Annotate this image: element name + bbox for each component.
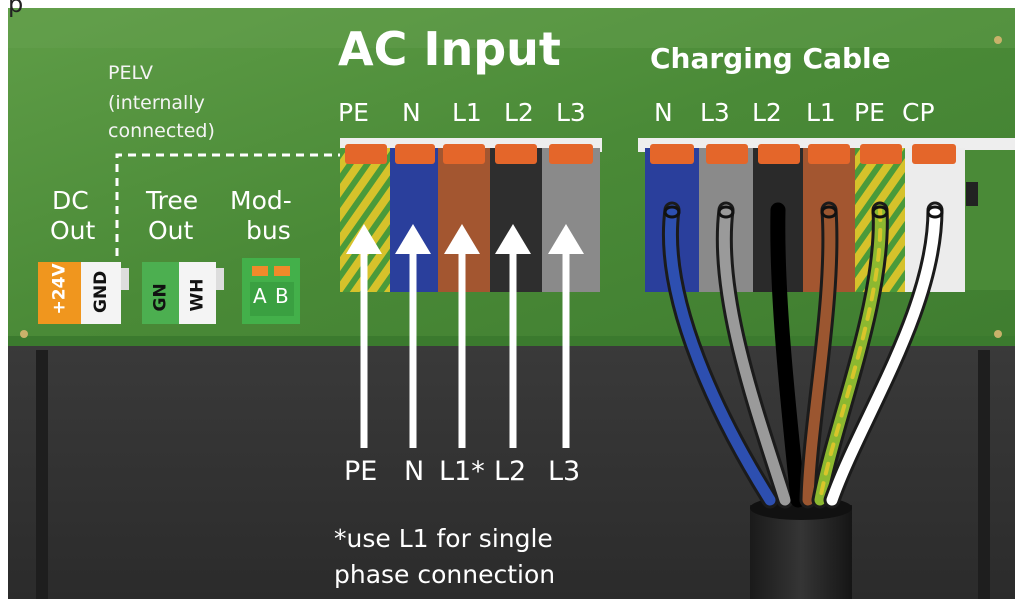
charging-cable-title: Charging Cable <box>650 42 891 75</box>
arrow-label-l3: L3 <box>548 456 581 487</box>
modbus-pin-b: B <box>275 284 289 308</box>
tree-out-label-line2: Out <box>148 216 194 245</box>
pcb-hole-left <box>20 330 28 338</box>
arrow-l3 <box>548 224 584 448</box>
cable-terminal-label-pe: PE <box>854 98 885 127</box>
arrow-n <box>395 224 431 448</box>
cable-terminal-label-n: N <box>654 98 673 127</box>
pcb-shade-top <box>8 8 1015 48</box>
top-text-fragment: p <box>8 0 24 18</box>
ac-terminal-label-pe: PE <box>338 98 369 127</box>
cable-terminal-label-l2: L2 <box>752 98 782 127</box>
housing-rail-right <box>978 350 990 599</box>
pelv-label-line2: (internally <box>108 92 205 114</box>
wire-l2-black <box>770 202 806 508</box>
modbus-label-line2: bus <box>246 216 291 245</box>
footnote-line2: phase connection <box>334 560 556 589</box>
tree-out-connector <box>142 262 224 324</box>
ac-terminal-label-n: N <box>402 98 421 127</box>
ac-input-arrows <box>346 224 584 448</box>
arrow-label-pe: PE <box>344 456 378 487</box>
ac-terminal-label-l1: L1 <box>452 98 482 127</box>
ac-terminal-l3 <box>542 148 600 292</box>
dc-out-label-line2: Out <box>50 216 96 245</box>
dc-pin-gnd: GND <box>91 270 111 313</box>
cable-terminal-label-l3: L3 <box>700 98 730 127</box>
arrow-l1 <box>444 224 480 448</box>
tree-pin-wh: WH <box>187 278 208 312</box>
arrow-label-n: N <box>404 456 425 487</box>
cable-terminal-label-l1: L1 <box>806 98 836 127</box>
ac-input-title: AC Input <box>338 22 561 76</box>
housing-rail-left <box>36 350 48 599</box>
arrow-l2 <box>495 224 531 448</box>
dc-pin-plus24v: +24V <box>49 263 70 315</box>
ac-terminal-label-l2: L2 <box>504 98 534 127</box>
arrow-label-l2: L2 <box>494 456 527 487</box>
cable-wires <box>662 201 944 509</box>
cable-terminal-label-cp: CP <box>902 98 935 127</box>
arrow-label-l1: L1* <box>439 456 485 487</box>
tree-out-label-line1: Tree <box>146 186 199 215</box>
pelv-label-line1: PELV <box>108 62 153 84</box>
modbus-pin-a: A <box>253 284 267 308</box>
pcb-hole-top-right <box>994 36 1002 44</box>
dc-out-label-line1: DC <box>52 186 89 215</box>
pelv-label-line3: connected) <box>108 120 215 142</box>
modbus-label-line1: Mod- <box>230 186 292 215</box>
cable-sheath <box>750 505 852 599</box>
modbus-connector <box>242 258 300 324</box>
dc-out-connector <box>38 262 129 324</box>
arrow-pe <box>346 224 382 448</box>
pcb-hole-right <box>994 330 1002 338</box>
tree-pin-gn: GN <box>150 283 171 312</box>
ac-terminal-label-l3: L3 <box>556 98 586 127</box>
footnote-line1: *use L1 for single <box>334 524 553 553</box>
wire-ends <box>663 205 944 219</box>
pelv-dashed-connection <box>115 153 340 298</box>
